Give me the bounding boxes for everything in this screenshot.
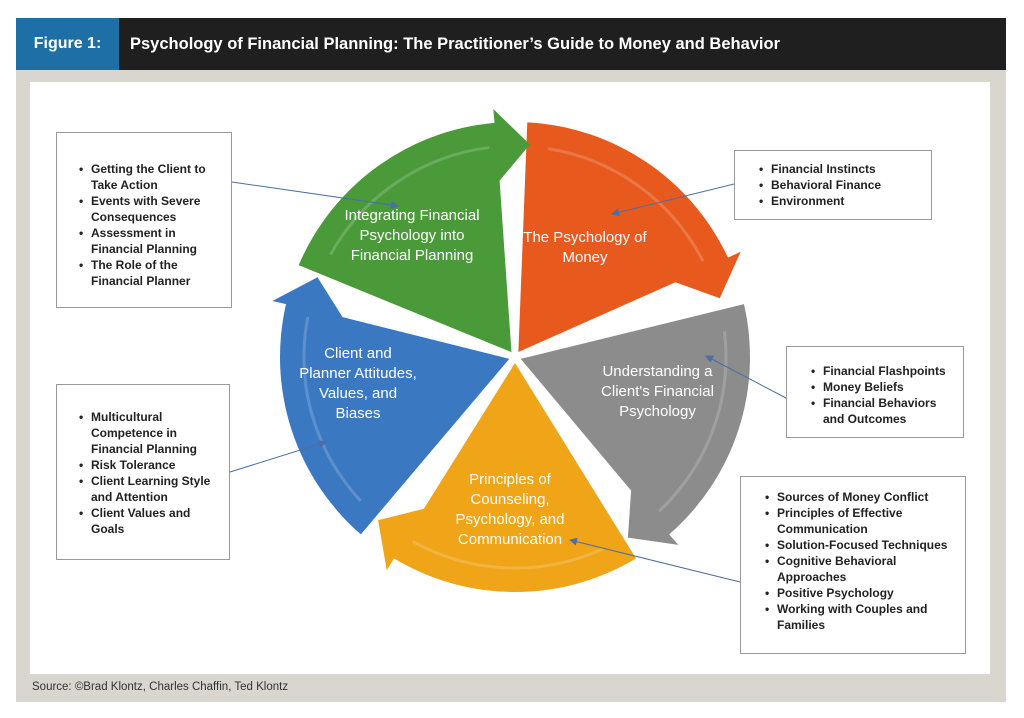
list-item: Environment bbox=[759, 193, 923, 209]
segment-label-integrating: Integrating Financial Psychology into Fi… bbox=[344, 207, 480, 264]
list-item: Client Values and Goals bbox=[79, 505, 221, 537]
list-item: Financial Behaviors and Outcomes bbox=[811, 395, 955, 427]
list-principles: Sources of Money Conflict Principles of … bbox=[759, 489, 957, 633]
list-attitudes: Multicultural Competence in Financial Pl… bbox=[73, 409, 221, 537]
list-item: Financial Instincts bbox=[759, 161, 923, 177]
source-credit: Source: ©Brad Klontz, Charles Chaffin, T… bbox=[32, 681, 289, 693]
connector-psychology-of-money bbox=[611, 183, 735, 217]
list-item: Client Learning Style and Attention bbox=[79, 473, 221, 505]
list-psychology-of-money: Financial Instincts Behavioral Finance E… bbox=[753, 161, 923, 209]
connector-attitudes bbox=[229, 440, 327, 473]
segment-understanding-client bbox=[520, 304, 751, 545]
segment-band-principles-counseling bbox=[411, 540, 605, 570]
list-item: Working with Couples and Families bbox=[765, 601, 957, 633]
list-item: Assessment in Financial Planning bbox=[79, 225, 223, 257]
figure-label: Figure 1: bbox=[16, 18, 119, 70]
figure-title: Psychology of Financial Planning: The Pr… bbox=[130, 35, 781, 53]
box-attitudes: Multicultural Competence in Financial Pl… bbox=[56, 384, 230, 560]
diagram-panel: Integrating Financial Psychology into Fi… bbox=[30, 82, 990, 674]
connector-integrating bbox=[231, 181, 399, 209]
list-understanding: Financial Flashpoints Money Beliefs Fina… bbox=[805, 363, 955, 427]
list-item: Money Beliefs bbox=[811, 379, 955, 395]
list-item: Behavioral Finance bbox=[759, 177, 923, 193]
list-integrating: Getting the Client to Take Action Events… bbox=[73, 161, 223, 289]
box-understanding: Financial Flashpoints Money Beliefs Fina… bbox=[786, 346, 964, 438]
connector-principles bbox=[569, 537, 741, 583]
box-principles: Sources of Money Conflict Principles of … bbox=[740, 476, 966, 654]
list-item: The Role of the Financial Planner bbox=[79, 257, 223, 289]
segment-client-planner-attitudes bbox=[272, 277, 510, 535]
list-item: Risk Tolerance bbox=[79, 457, 221, 473]
segment-band-understanding-client bbox=[657, 331, 728, 513]
list-item: Principles of Effective Communication bbox=[765, 505, 957, 537]
segment-principles-counseling bbox=[378, 363, 637, 592]
segment-label-principles: Principles of Counseling, Psychology, an… bbox=[455, 471, 565, 548]
segment-label-psychology-of-money: The Psychology of Money bbox=[523, 229, 647, 266]
list-item: Sources of Money Conflict bbox=[765, 489, 957, 505]
list-item: Multicultural Competence in Financial Pl… bbox=[79, 409, 221, 457]
segment-label-understanding: Understanding a Client's Financial Psych… bbox=[601, 363, 714, 420]
list-item: Positive Psychology bbox=[765, 585, 957, 601]
list-item: Events with Severe Consequences bbox=[79, 193, 223, 225]
list-item: Solution-Focused Techniques bbox=[765, 537, 957, 553]
segment-band-integrating-psychology bbox=[329, 146, 490, 256]
segment-band-psychology-of-money bbox=[547, 147, 705, 262]
box-psychology-of-money: Financial Instincts Behavioral Finance E… bbox=[734, 150, 932, 220]
list-item: Getting the Client to Take Action bbox=[79, 161, 223, 193]
figure-header bbox=[16, 18, 1006, 70]
segment-label-attitudes: Client and Planner Attitudes, Values, an… bbox=[299, 345, 417, 422]
segment-band-client-planner-attitudes bbox=[302, 316, 362, 502]
segment-integrating-psychology bbox=[298, 108, 530, 353]
connector-understanding bbox=[705, 355, 787, 399]
cycle-wheel bbox=[229, 108, 787, 592]
box-integrating: Getting the Client to Take Action Events… bbox=[56, 132, 232, 308]
list-item: Financial Flashpoints bbox=[811, 363, 955, 379]
segment-psychology-of-money bbox=[518, 122, 741, 353]
list-item: Cognitive Behavioral Approaches bbox=[765, 553, 957, 585]
